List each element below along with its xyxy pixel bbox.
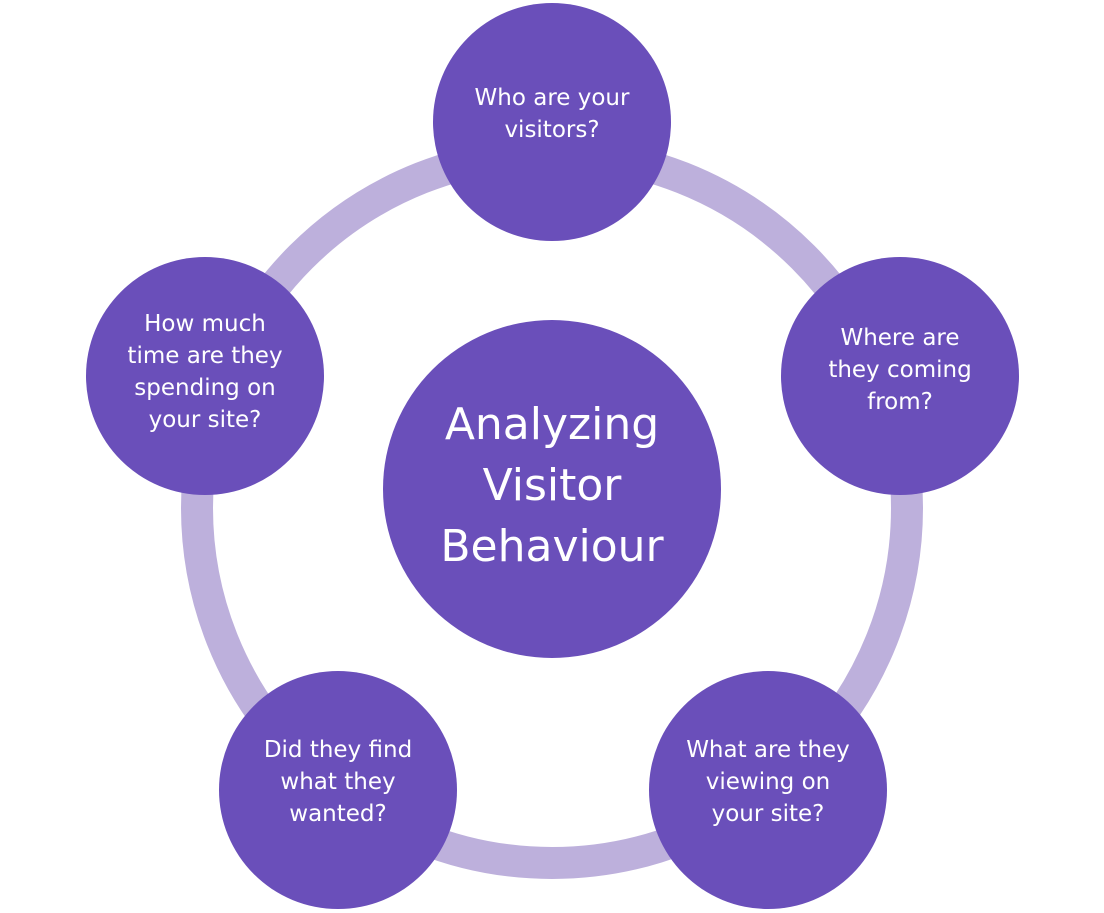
question-who-label: Who are your visitors? bbox=[474, 85, 630, 143]
question-node-who: Who are your visitors? bbox=[433, 3, 671, 241]
question-node-found: Did they find what they wanted? bbox=[219, 671, 457, 909]
question-node-where: Where are they coming from? bbox=[781, 257, 1019, 495]
center-node: Analyzing Visitor Behaviour bbox=[383, 320, 721, 658]
question-time-label: How much time are they spending on your … bbox=[127, 311, 283, 433]
question-node-time: How much time are they spending on your … bbox=[86, 257, 324, 495]
question-node-what: What are they viewing on your site? bbox=[649, 671, 887, 909]
question-what-label: What are they viewing on your site? bbox=[686, 737, 850, 827]
question-found-label: Did they find what they wanted? bbox=[263, 737, 413, 827]
question-where-label: Where are they coming from? bbox=[828, 325, 972, 415]
center-title: Analyzing Visitor Behaviour bbox=[440, 398, 664, 572]
